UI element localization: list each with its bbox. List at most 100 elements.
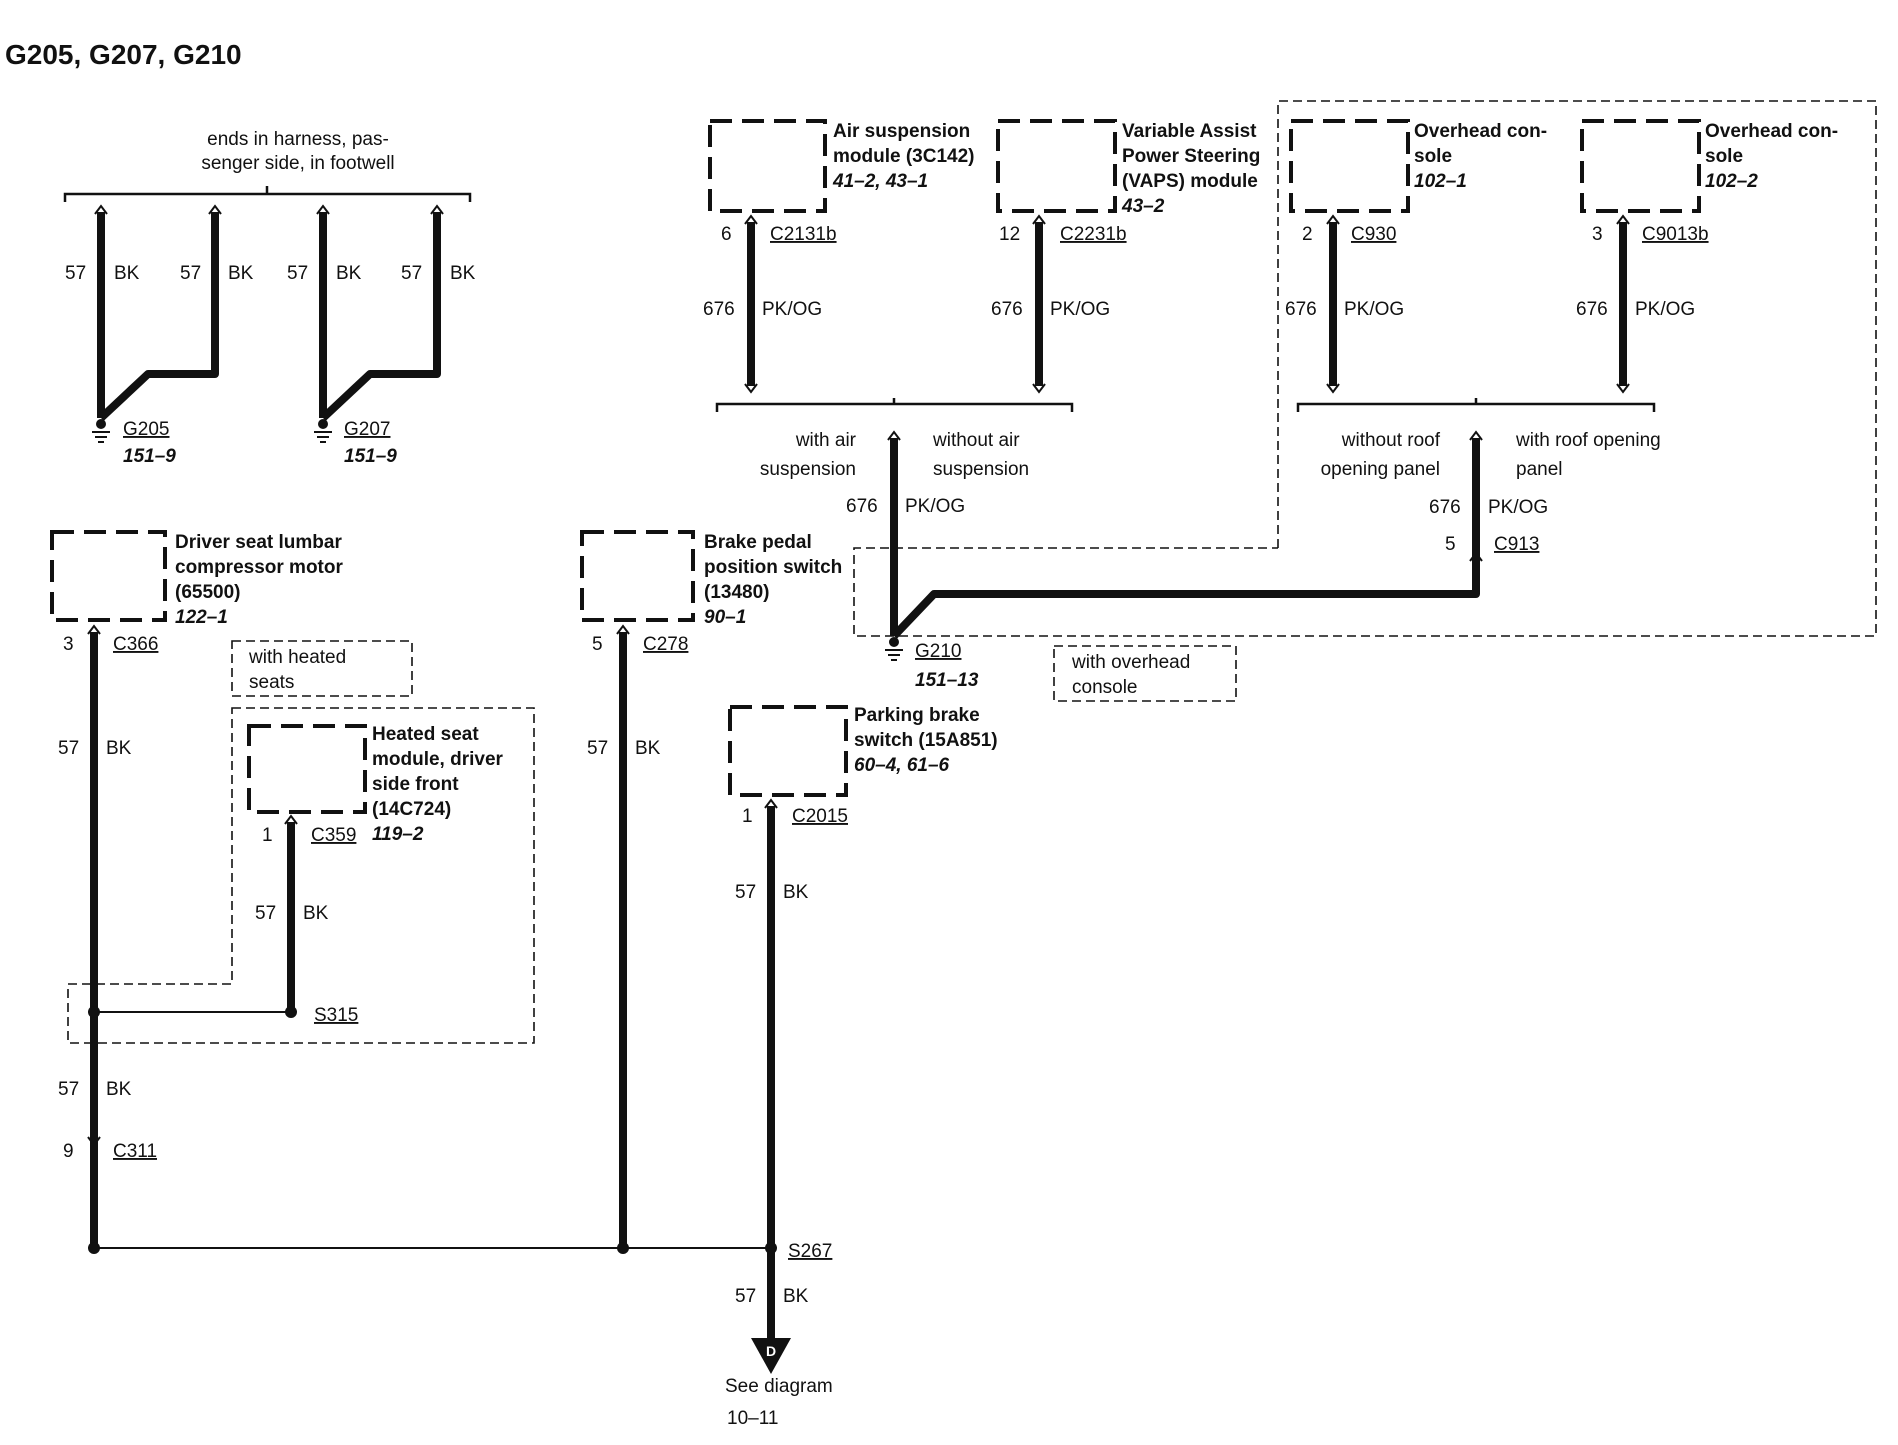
svg-text:module, driver: module, driver: [372, 749, 504, 770]
brake-pedal-wire-end: [616, 624, 630, 635]
svg-text:41–2, 43–1: 41–2, 43–1: [832, 171, 928, 192]
overhead-console-1-pin: 2: [1302, 224, 1313, 245]
g205-ref: 151–9: [123, 446, 176, 467]
air-suspension-wire-ends: [744, 214, 758, 394]
brake-pedal-switch-label: Brake pedal position switch (13480) 90–1: [704, 532, 842, 628]
air-option-brace: [715, 398, 1074, 412]
offpage-letter: D: [766, 1343, 776, 1359]
c311-pin: 9: [63, 1141, 74, 1162]
svg-text:side front: side front: [372, 774, 459, 795]
g207-label: G207: [344, 419, 390, 440]
svg-text:(65500): (65500): [175, 582, 241, 603]
with-overhead-console-option: with overhead console: [1071, 652, 1190, 698]
g210-wire-roof-end: [1469, 430, 1483, 562]
svg-text:suspension: suspension: [933, 459, 1029, 480]
air-suspension-wire-color: PK/OG: [762, 299, 822, 320]
heated-seat-wire-num: 57: [255, 903, 276, 924]
brake-pedal-connector: C278: [643, 634, 688, 655]
svg-text:BK: BK: [336, 263, 362, 284]
svg-text:opening panel: opening panel: [1321, 459, 1440, 480]
without-roof-option: without roof opening panel: [1321, 430, 1441, 480]
harness-brace: [63, 186, 472, 202]
lumbar-motor-box: [50, 530, 167, 622]
air-suspension-connector: C2131b: [770, 224, 837, 245]
svg-text:57: 57: [180, 263, 201, 284]
g210-wire-roof: [891, 438, 1480, 639]
svg-text:seats: seats: [249, 672, 294, 693]
overhead-console-1-connector: C930: [1351, 224, 1396, 245]
s267-label: S267: [788, 1241, 832, 1262]
vaps-wire-color: PK/OG: [1050, 299, 1110, 320]
svg-text:without air: without air: [932, 430, 1020, 451]
parking-brake-wire-end: [764, 798, 778, 809]
svg-text:without roof: without roof: [1341, 430, 1441, 451]
heated-seat-connector: C359: [311, 825, 356, 846]
brake-pedal-pin: 5: [592, 634, 603, 655]
roof-wire-num: 676: [1429, 497, 1461, 518]
lumbar-wire-color-2: BK: [106, 1079, 132, 1100]
overhead-console-region: [853, 100, 1877, 637]
overhead-console-2-wire-num: 676: [1576, 299, 1608, 320]
vaps-wire-ends: [1032, 214, 1046, 394]
svg-text:with heated: with heated: [248, 647, 346, 668]
svg-text:43–2: 43–2: [1121, 196, 1165, 217]
overhead-console-1-wire-color: PK/OG: [1344, 299, 1404, 320]
heated-seat-module-box: [247, 724, 367, 814]
svg-text:console: console: [1072, 677, 1138, 698]
overhead-console-2-pin: 3: [1592, 224, 1603, 245]
without-air-option: without air suspension: [932, 430, 1029, 480]
svg-text:switch (15A851): switch (15A851): [854, 730, 998, 751]
svg-text:102–1: 102–1: [1414, 171, 1467, 192]
overhead-console-2-connector: C9013b: [1642, 224, 1709, 245]
svg-text:sole: sole: [1705, 146, 1743, 167]
parking-brake-wire-color-2: BK: [783, 1286, 809, 1307]
g207-wiring: [316, 204, 444, 421]
svg-text:with roof opening: with roof opening: [1515, 430, 1661, 451]
svg-text:Overhead con-: Overhead con-: [1414, 121, 1547, 142]
svg-text:Air suspension: Air suspension: [833, 121, 970, 142]
svg-text:Driver seat lumbar: Driver seat lumbar: [175, 532, 342, 553]
parking-brake-wire-num-1: 57: [735, 882, 756, 903]
svg-text:Overhead con-: Overhead con-: [1705, 121, 1838, 142]
svg-text:57: 57: [65, 263, 86, 284]
svg-text:suspension: suspension: [760, 459, 856, 480]
svg-text:Brake pedal: Brake pedal: [704, 532, 812, 553]
lumbar-connector: C366: [113, 634, 158, 655]
g210-ground-icon: [885, 637, 903, 661]
svg-text:60–4, 61–6: 60–4, 61–6: [854, 755, 950, 776]
with-air-option: with air suspension: [760, 430, 857, 480]
parking-brake-wire-color-1: BK: [783, 882, 809, 903]
lumbar-wire-color-1: BK: [106, 738, 132, 759]
heated-seat-wire-color: BK: [303, 903, 329, 924]
parking-brake-connector: C2015: [792, 806, 848, 827]
g210-wire-air-end: [887, 430, 901, 441]
brake-pedal-wire-num: 57: [587, 738, 608, 759]
vaps-pin: 12: [999, 224, 1020, 245]
overhead-console-2-wire-ends: [1616, 214, 1630, 394]
g207-labels: 57 BK 57 BK: [287, 263, 476, 284]
overhead-console-1-box: [1289, 119, 1410, 213]
svg-text:BK: BK: [228, 263, 254, 284]
diagram-title: G205, G207, G210: [5, 39, 242, 70]
air-suspension-wire-num: 676: [703, 299, 735, 320]
lumbar-pin: 3: [63, 634, 74, 655]
svg-text:BK: BK: [450, 263, 476, 284]
g210-label: G210: [915, 641, 961, 662]
s315-label: S315: [314, 1005, 358, 1026]
roof-wire-color: PK/OG: [1488, 497, 1548, 518]
s315-splice-dot: [285, 1006, 297, 1018]
with-roof-option: with roof opening panel: [1515, 430, 1661, 480]
svg-text:panel: panel: [1516, 459, 1563, 480]
svg-text:(14C724): (14C724): [372, 799, 451, 820]
brake-pedal-switch-box: [580, 530, 695, 622]
parking-brake-pin: 1: [742, 806, 753, 827]
svg-text:BK: BK: [114, 263, 140, 284]
vaps-wire-num: 676: [991, 299, 1023, 320]
svg-text:Variable Assist: Variable Assist: [1122, 121, 1257, 142]
heated-seat-pin: 1: [262, 825, 273, 846]
vaps-module-label: Variable Assist Power Steering (VAPS) mo…: [1121, 121, 1260, 217]
lumbar-wire-ends: [87, 624, 101, 1147]
svg-text:119–2: 119–2: [372, 824, 424, 845]
g205-label: G205: [123, 419, 169, 440]
